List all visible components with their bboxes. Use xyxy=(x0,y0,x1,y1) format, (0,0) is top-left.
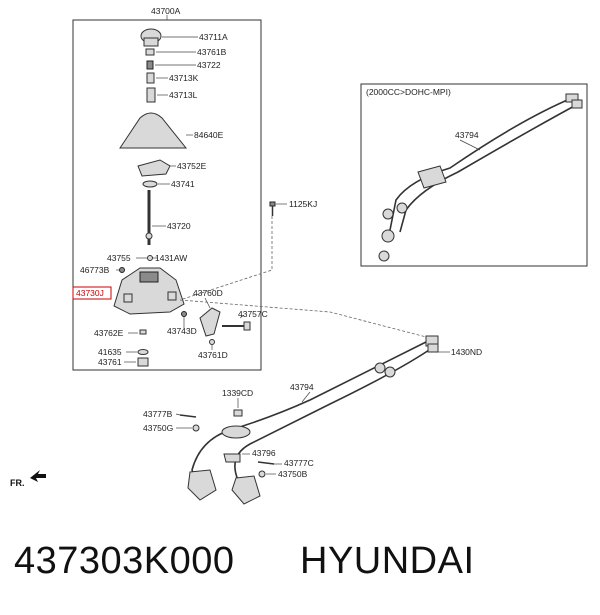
variant-frame xyxy=(360,83,588,267)
bushing-part xyxy=(145,48,155,56)
label-1339CD: 1339CD xyxy=(222,388,253,398)
lever-bracket xyxy=(137,159,171,177)
label-43743D: 43743D xyxy=(167,326,197,336)
label-84640E: 84640E xyxy=(194,130,224,140)
part-number: 437303K000 xyxy=(14,540,235,582)
brand-name: HYUNDAI xyxy=(300,540,475,582)
shift-boot xyxy=(119,112,188,149)
shifter-housing-43730J xyxy=(113,267,185,315)
label-43761D: 43761D xyxy=(198,350,228,360)
label-43720: 43720 xyxy=(167,221,191,231)
front-arrow-icon xyxy=(30,470,46,482)
label-43762E: 43762E xyxy=(94,328,124,338)
label-43711A: 43711A xyxy=(199,32,228,42)
select-lever-43760D xyxy=(199,307,221,337)
label-41635: 41635 xyxy=(98,347,122,357)
label-46773B: 46773B xyxy=(80,265,110,275)
label-43794: 43794 xyxy=(290,382,314,392)
bolt-1125KJ xyxy=(269,201,276,216)
label-1430ND: 1430ND xyxy=(451,347,482,357)
label-43761: 43761 xyxy=(98,357,122,367)
variant-label: (2000CC>DOHC-MPI) xyxy=(366,87,451,97)
retainer-ring xyxy=(142,180,158,188)
label-43741: 43741 xyxy=(171,179,195,189)
fr-label: FR. xyxy=(10,478,25,488)
pin-part xyxy=(146,72,155,84)
label-43794-variant: 43794 xyxy=(455,130,479,140)
label-43760D: 43760D xyxy=(193,288,223,298)
shift-knob xyxy=(140,28,162,47)
clip-43796 xyxy=(223,453,241,463)
label-43713L: 43713L xyxy=(169,90,198,100)
spring-part xyxy=(146,60,154,70)
label-43755: 43755 xyxy=(107,253,131,263)
highlight-box xyxy=(72,286,112,300)
label-43752E: 43752E xyxy=(177,161,207,171)
label-43757C: 43757C xyxy=(238,309,268,319)
rod-end-part xyxy=(146,87,156,103)
label-43722: 43722 xyxy=(197,60,221,70)
shifter-assembly-frame xyxy=(72,19,262,371)
label-43777B: 43777B xyxy=(143,409,173,419)
label-1431AW: 1431AW xyxy=(155,253,187,263)
label-43750B: 43750B xyxy=(278,469,308,479)
exploded-parts-diagram: 43700A 43711A 43761B 43722 43713K 43713L… xyxy=(10,6,588,505)
label-43796: 43796 xyxy=(252,448,276,458)
label-43713K: 43713K xyxy=(169,73,199,83)
label-43777C: 43777C xyxy=(284,458,314,468)
bolt-43757C xyxy=(222,321,251,331)
cable-assembly-variant xyxy=(378,93,583,262)
shift-cable-assembly-43794 xyxy=(187,335,439,505)
label-43750G: 43750G xyxy=(143,423,173,433)
label-43730J: 43730J xyxy=(76,288,104,298)
label-1125KJ: 1125KJ xyxy=(289,199,317,209)
label-43761B: 43761B xyxy=(197,47,227,57)
label-43700A: 43700A xyxy=(151,6,181,16)
